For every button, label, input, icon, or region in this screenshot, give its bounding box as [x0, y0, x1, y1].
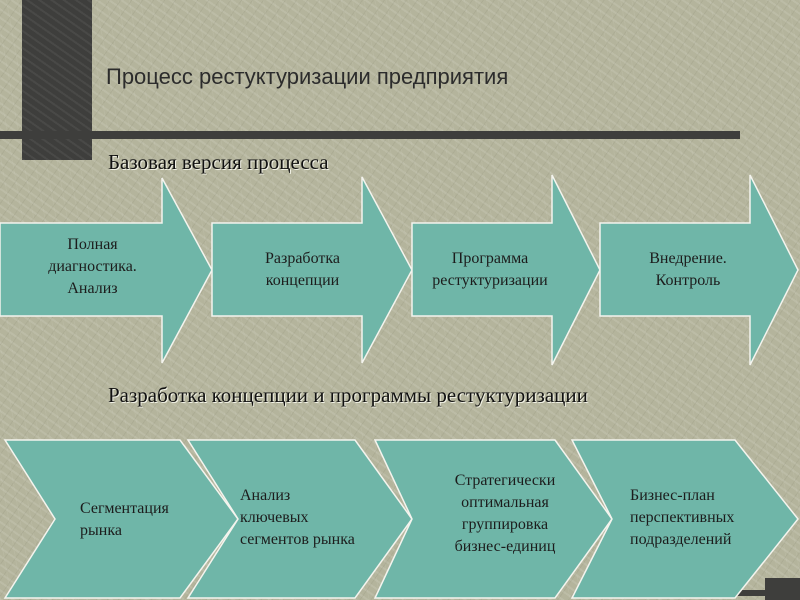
basic-step-4-arrow	[599, 174, 799, 366]
concept-step-1-label: Сегментация рынка	[80, 500, 169, 539]
concept-step-3-label: Стратегически оптимальная группировка би…	[454, 472, 556, 555]
basic-step-3-label: Программа рестуктуризации	[432, 250, 548, 289]
section-concept-title: Разработка концепции и программы рестукт…	[108, 383, 588, 407]
decorative-divider-line	[0, 131, 740, 139]
concept-step-1-chevron	[3, 439, 239, 599]
basic-step-2-arrow	[211, 176, 413, 364]
basic-step-4-label: Внедрение. Контроль	[649, 250, 727, 289]
basic-step-1-arrow	[0, 177, 213, 364]
concept-step-2-label: Анализ ключевых сегментов рынка	[240, 487, 355, 548]
concept-step-4-chevron	[570, 439, 799, 599]
decorative-corner-line	[730, 590, 800, 596]
basic-step-1-label: Полная диагностика. Анализ	[48, 236, 137, 297]
basic-step-2-label: Разработка концепции	[265, 250, 340, 289]
section-basic-title: Базовая версия процесса	[108, 150, 329, 174]
concept-step-4-label: Бизнес-план перспективных подразделений	[630, 487, 735, 548]
slide-title: Процесс рестуктуризации предприятия	[106, 64, 509, 89]
basic-step-3-arrow	[411, 174, 601, 366]
concept-step-3-chevron	[373, 439, 613, 599]
concept-step-2-chevron	[186, 439, 413, 599]
